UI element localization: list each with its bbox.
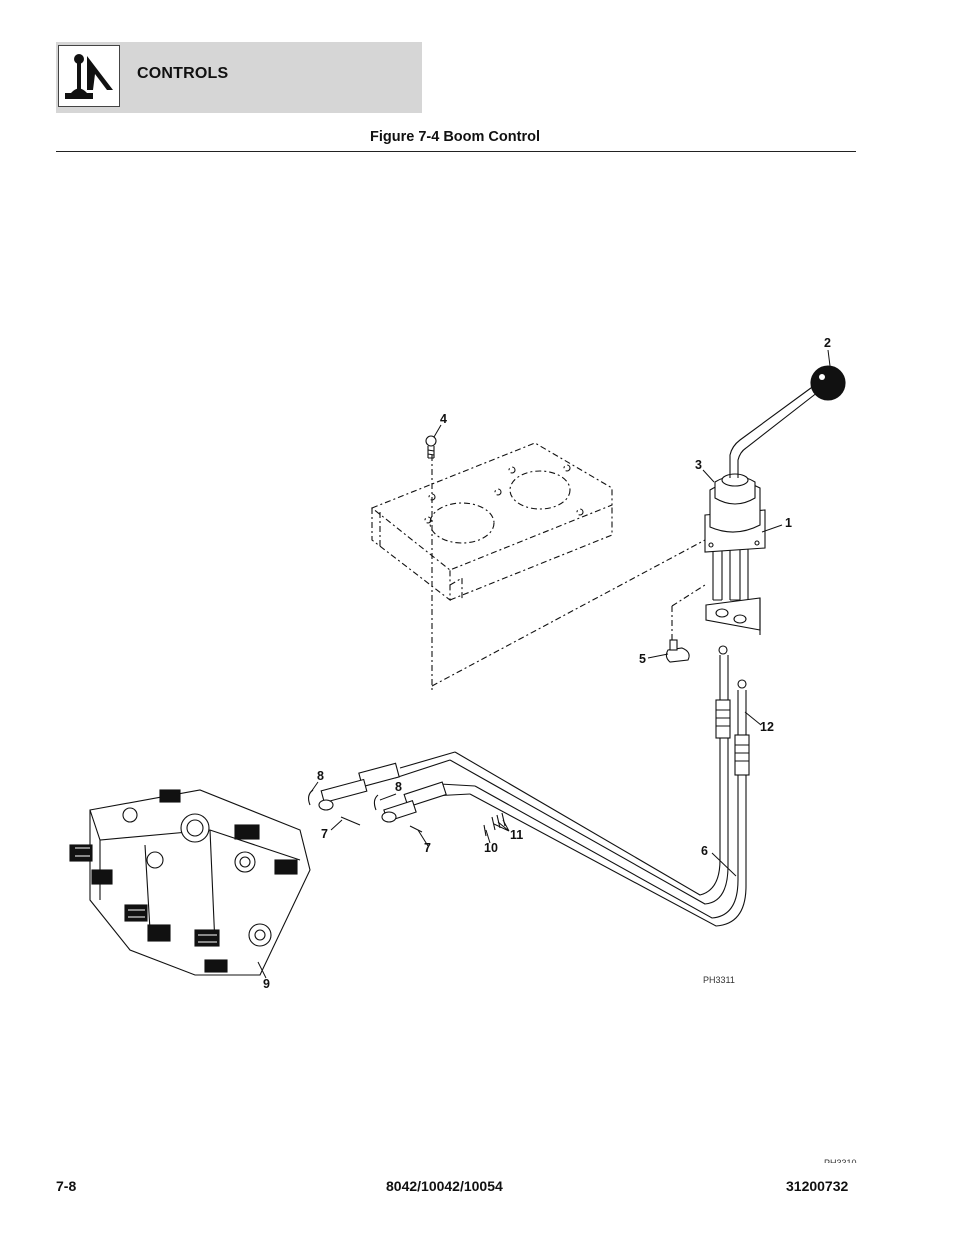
callout-10: 10 [484,841,498,855]
header-rule [56,151,856,152]
callout-3: 3 [695,458,702,472]
figure-title: Figure 7-4 Boom Control [370,129,540,145]
model-numbers: 8042/10042/10054 [386,1178,503,1194]
callout-6: 6 [701,844,708,858]
control-cables [394,645,750,927]
callout-11: 11 [510,828,524,842]
section-title: CONTROLS [137,65,229,82]
cable-end-fittings [307,762,506,837]
joystick-controller [704,384,819,635]
page-number: 7-8 [56,1178,77,1194]
drawing-code-partial: PH3310 [824,1158,857,1163]
control-knob [810,365,846,401]
callout-leaders [257,349,831,979]
callout-1: 1 [785,516,792,530]
callout-12: 12 [760,720,774,734]
drawing-code: PH3311 [703,975,735,985]
mounting-plate [370,442,706,690]
callout-5: 5 [639,652,646,666]
joystick-control-icon-graphic [65,54,113,99]
clip-item-5 [665,639,690,663]
callout-4: 4 [440,412,447,426]
joystick-control-icon [58,45,120,107]
document-number: 31200732 [786,1178,849,1194]
callout-7-right: 7 [424,841,431,855]
control-valve-item-9 [69,789,311,976]
callout-2: 2 [824,336,831,350]
callout-7-left: 7 [321,827,328,841]
screw-item-4 [425,435,437,459]
callout-9: 9 [263,977,270,991]
callout-8-right: 8 [395,780,402,794]
callout-8-left: 8 [317,769,324,783]
